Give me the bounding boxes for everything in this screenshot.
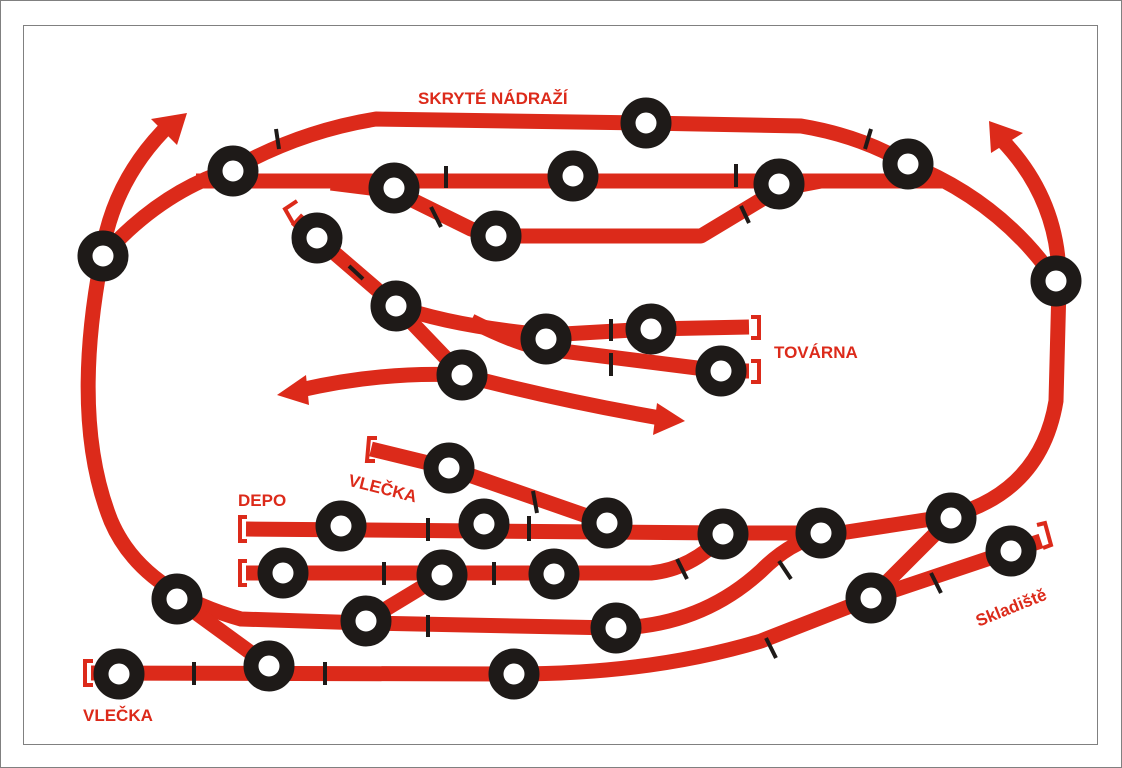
turnout-ring: [520, 313, 572, 365]
turnout-ring: [370, 280, 422, 332]
insulating-joint-tick: [777, 559, 793, 581]
turnout-ring: [925, 492, 977, 544]
turnout-ring: [423, 442, 475, 494]
track-factory-1: [393, 298, 750, 343]
turnout-ring: [243, 640, 295, 692]
label-siding-lower: VLEČKA: [83, 706, 153, 725]
turnout-ring: [581, 497, 633, 549]
arrow-head-top-left: [151, 113, 187, 145]
turnout-ring: [416, 549, 468, 601]
insulating-joint-tick: [764, 637, 778, 659]
turnout-ring: [436, 349, 488, 401]
turnout-ring: [315, 500, 367, 552]
label-hidden-station: SKRYTÉ NÁDRAŽÍ: [418, 89, 568, 108]
insulating-joint-tick: [531, 490, 539, 514]
turnout-ring: [795, 507, 847, 559]
buffer-stop: [83, 659, 93, 687]
label-depot: DEPO: [238, 491, 287, 510]
turnout-ring: [547, 150, 599, 202]
buffer-stop: [238, 515, 247, 543]
turnout-ring: [590, 602, 642, 654]
arrow-head-left: [277, 375, 309, 405]
turnout-ring: [1030, 255, 1082, 307]
turnout-ring: [207, 145, 259, 197]
track-top-loop: [97, 111, 1063, 286]
turnout-ring: [470, 210, 522, 262]
label-factory: TOVÁRNA: [774, 343, 858, 362]
turnout-ring: [697, 508, 749, 560]
insulating-joint-tick: [675, 558, 689, 580]
turnout-ring: [882, 138, 934, 190]
insulating-joint-tick: [274, 128, 281, 150]
turnout-ring: [528, 548, 580, 600]
turnout-ring: [695, 345, 747, 397]
turnout-ring: [985, 525, 1037, 577]
turnout-ring: [93, 648, 145, 700]
turnout-ring: [340, 595, 392, 647]
turnout-ring: [620, 97, 672, 149]
turnout-ring: [151, 573, 203, 625]
arrow-head-top-right: [989, 121, 1023, 153]
buffer-stop: [364, 436, 377, 463]
buffer-stop: [282, 199, 299, 224]
diagram-frame: [23, 25, 1098, 745]
turnout-ring: [77, 230, 129, 282]
turnout-ring: [368, 162, 420, 214]
buffer-stop: [751, 359, 761, 384]
insulating-joint-tick: [863, 128, 873, 150]
insulating-joint-tick: [739, 205, 751, 224]
insulating-joint-tick: [347, 264, 365, 281]
turnout-ring: [845, 572, 897, 624]
insulating-joint-tick: [429, 206, 443, 228]
turnout-ring: [625, 303, 677, 355]
buffer-stop: [238, 559, 247, 587]
turnout-ring: [257, 547, 309, 599]
buffer-stop: [1036, 520, 1054, 550]
turnout-ring: [753, 158, 805, 210]
insulating-joint-tick: [929, 572, 943, 594]
turnout-ring: [291, 212, 343, 264]
turnout-ring: [488, 648, 540, 700]
arrow-head-right: [653, 403, 685, 435]
turnout-ring: [458, 498, 510, 550]
buffer-stop: [751, 315, 761, 340]
